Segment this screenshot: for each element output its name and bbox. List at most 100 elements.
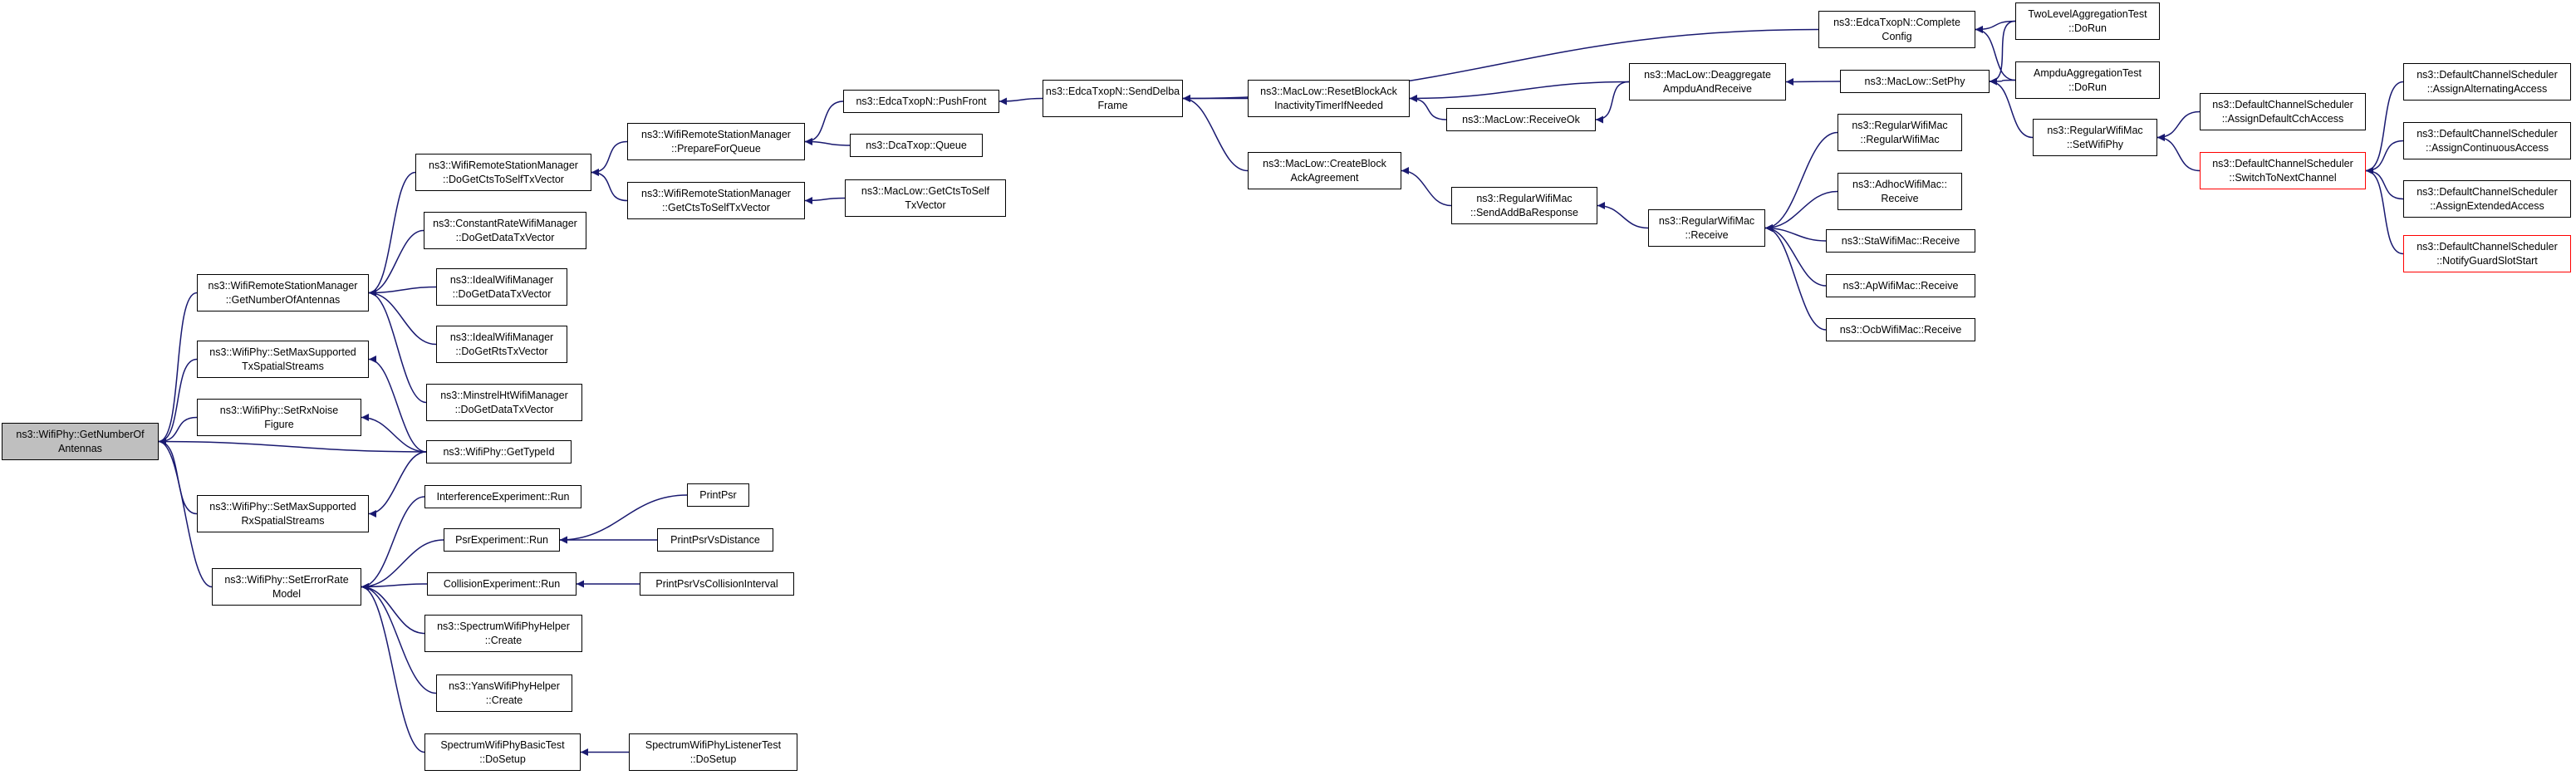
function-node-set-phy[interactable]: ns3::MacLow::SetPhy [1840, 70, 1990, 93]
node-label-line: ns3::DefaultChannelScheduler [2417, 185, 2558, 198]
node-label-line: ns3::ConstantRateWifiManager [433, 217, 577, 229]
call-edge-ocbRecv-to-rwmRecv [1764, 224, 1827, 331]
node-label-line: ::DoGetRtsTxVector [455, 345, 548, 357]
call-edge-rwmRecv-to-sendAddBa [1597, 202, 1649, 229]
node-label-line: ns3::WifiPhy::SetMaxSupported [209, 500, 356, 513]
function-node-spec-listen[interactable]: SpectrumWifiPhyListenerTest::DoSetup [629, 733, 797, 771]
node-label-line: ::DoSetup [689, 753, 737, 765]
function-node-switch-next[interactable]: ns3::DefaultChannelScheduler::SwitchToNe… [2200, 152, 2366, 189]
node-label-line: ::PrepareForQueue [671, 142, 761, 155]
function-node-ap-recv[interactable]: ns3::ApWifiMac::Receive [1826, 274, 1975, 297]
call-edge-createBA-to-sendDelba [1182, 95, 1249, 172]
node-label-line: InactivityTimerIfNeeded [1274, 99, 1383, 111]
call-edge-specCreate-to-setErr [361, 583, 425, 635]
node-label-line: ns3::RegularWifiMac [1658, 214, 1755, 227]
node-label-line: PrintPsrVsDistance [670, 533, 760, 546]
function-node-dca-queue[interactable]: ns3::DcaTxop::Queue [850, 134, 983, 157]
node-label-line: ns3::RegularWifiMac [1476, 192, 1573, 204]
node-label-line: ::RegularWifiMac [1860, 133, 1940, 145]
call-edge-receiveOk-to-resetBA [1409, 95, 1447, 120]
function-node-ampdu-test[interactable]: AmpduAggregationTest::DoRun [2015, 61, 2160, 99]
node-label-line: ns3::WifiPhy::SetMaxSupported [209, 346, 356, 358]
function-node-print-psr-coll[interactable]: PrintPsrVsCollisionInterval [640, 572, 794, 596]
function-node-minstrel[interactable]: ns3::MinstrelHtWifiManager::DoGetDataTxV… [426, 384, 582, 421]
node-label-line: TxSpatialStreams [242, 360, 324, 372]
function-node-interf-run[interactable]: InterferenceExperiment::Run [424, 485, 581, 508]
function-node-wrsm-get-num[interactable]: ns3::WifiRemoteStationManager::GetNumber… [197, 274, 369, 311]
function-node-ideal-rts[interactable]: ns3::IdealWifiManager::DoGetRtsTxVector [436, 326, 567, 363]
node-label-line: ::AssignContinuousAccess [2426, 141, 2549, 154]
node-label-line: SpectrumWifiPhyListenerTest [645, 738, 782, 751]
node-label-line: ::SwitchToNextChannel [2229, 171, 2337, 184]
node-label-line: ::DoGetCtsToSelfTxVector [443, 173, 564, 185]
call-edge-sendAddBa-to-createBA [1401, 167, 1452, 207]
node-label-line: ::DoGetDataTxVector [452, 287, 552, 300]
function-node-wrsm-cts-do[interactable]: ns3::WifiRemoteStationManager::DoGetCtsT… [415, 154, 591, 191]
node-label-line: ns3::WifiRemoteStationManager [429, 159, 578, 171]
function-node-get-type-id[interactable]: ns3::WifiPhy::GetTypeId [426, 440, 572, 464]
node-label-line: ns3::RegularWifiMac [2047, 124, 2143, 136]
node-label-line: ns3::EdcaTxopN::PushFront [856, 95, 987, 107]
function-node-rwm-recv[interactable]: ns3::RegularWifiMac::Receive [1648, 209, 1765, 247]
call-edge-switchNext-to-rwmSetPhy [2156, 134, 2201, 172]
node-label-line: ::DoGetDataTxVector [454, 403, 554, 415]
function-node-adhoc-recv[interactable]: ns3::AdhocWifiMac::Receive [1838, 173, 1962, 210]
node-label-line: Frame [1097, 99, 1128, 111]
node-label-line: Figure [264, 418, 294, 430]
function-node-assign-alt[interactable]: ns3::DefaultChannelScheduler::AssignAlte… [2403, 63, 2571, 101]
function-node-wrsm-cts-get[interactable]: ns3::WifiRemoteStationManager::GetCtsToS… [627, 182, 805, 219]
node-label-line: Receive [1881, 192, 1919, 204]
function-node-spec-create[interactable]: ns3::SpectrumWifiPhyHelper::Create [424, 615, 582, 652]
call-edge-macCts-to-wrsmCtsGet [804, 196, 846, 204]
function-node-assign-ext[interactable]: ns3::DefaultChannelScheduler::AssignExte… [2403, 180, 2571, 218]
function-node-rwm-set-phy[interactable]: ns3::RegularWifiMac::SetWifiPhy [2033, 119, 2157, 156]
node-label-line: ns3::DefaultChannelScheduler [2212, 157, 2353, 169]
node-label-line: ::DoRun [2068, 81, 2107, 93]
function-node-ocb-recv[interactable]: ns3::OcbWifiMac::Receive [1826, 318, 1975, 341]
node-label-line: ns3::EdcaTxopN::SendDelba [1045, 85, 1180, 97]
function-node-two-level[interactable]: TwoLevelAggregationTest::DoRun [2015, 2, 2160, 40]
node-label-line: ::Create [485, 694, 523, 706]
function-node-psr-run[interactable]: PsrExperiment::Run [444, 528, 560, 552]
function-node-print-psr-dist[interactable]: PrintPsrVsDistance [657, 528, 773, 552]
call-edge-assignCont-to-switchNext [2365, 140, 2404, 174]
call-edge-assignExt-to-switchNext [2365, 167, 2404, 200]
function-node-yans-create[interactable]: ns3::YansWifiPhyHelper::Create [436, 674, 572, 712]
function-node-prep-queue[interactable]: ns3::WifiRemoteStationManager::PrepareFo… [627, 123, 805, 160]
call-edge-assignAlt-to-switchNext [2365, 81, 2404, 174]
function-node-rwm-ctor[interactable]: ns3::RegularWifiMac::RegularWifiMac [1838, 114, 1962, 151]
function-node-receive-ok[interactable]: ns3::MacLow::ReceiveOk [1446, 108, 1596, 131]
call-edge-yansCreate-to-setErr [361, 583, 437, 694]
function-node-sta-recv[interactable]: ns3::StaWifiMac::Receive [1826, 229, 1975, 253]
call-edge-collRun-to-setErr [361, 582, 428, 591]
call-edge-ampduTest-to-complete [1975, 26, 2016, 81]
function-node-const-rate[interactable]: ns3::ConstantRateWifiManager::DoGetDataT… [424, 212, 586, 249]
function-node-print-psr[interactable]: PrintPsr [687, 483, 749, 507]
function-node-spec-basic[interactable]: SpectrumWifiPhyBasicTest::DoSetup [424, 733, 581, 771]
function-node-notify-guard[interactable]: ns3::DefaultChannelScheduler::NotifyGuar… [2403, 235, 2571, 272]
function-node-send-add-ba[interactable]: ns3::RegularWifiMac::SendAddBaResponse [1451, 187, 1597, 224]
function-node-assign-cont[interactable]: ns3::DefaultChannelScheduler::AssignCont… [2403, 122, 2571, 159]
function-node-ideal-data[interactable]: ns3::IdealWifiManager::DoGetDataTxVector [436, 268, 567, 306]
function-node-assign-cch[interactable]: ns3::DefaultChannelScheduler::AssignDefa… [2200, 93, 2366, 130]
call-edge-idealRts-to-wrsmGetNum [368, 289, 437, 346]
node-label-line: ns3::DefaultChannelScheduler [2417, 240, 2558, 253]
node-label-line: ::AssignAlternatingAccess [2426, 82, 2548, 95]
call-edge-setPhy-to-deagg [1785, 77, 1841, 86]
node-label-line: ns3::AdhocWifiMac:: [1852, 178, 1947, 190]
node-label-line: ::AssignDefaultCchAccess [2221, 112, 2344, 125]
function-node-coll-run[interactable]: CollisionExperiment::Run [427, 572, 577, 596]
function-node-push-front[interactable]: ns3::EdcaTxopN::PushFront [843, 90, 999, 113]
